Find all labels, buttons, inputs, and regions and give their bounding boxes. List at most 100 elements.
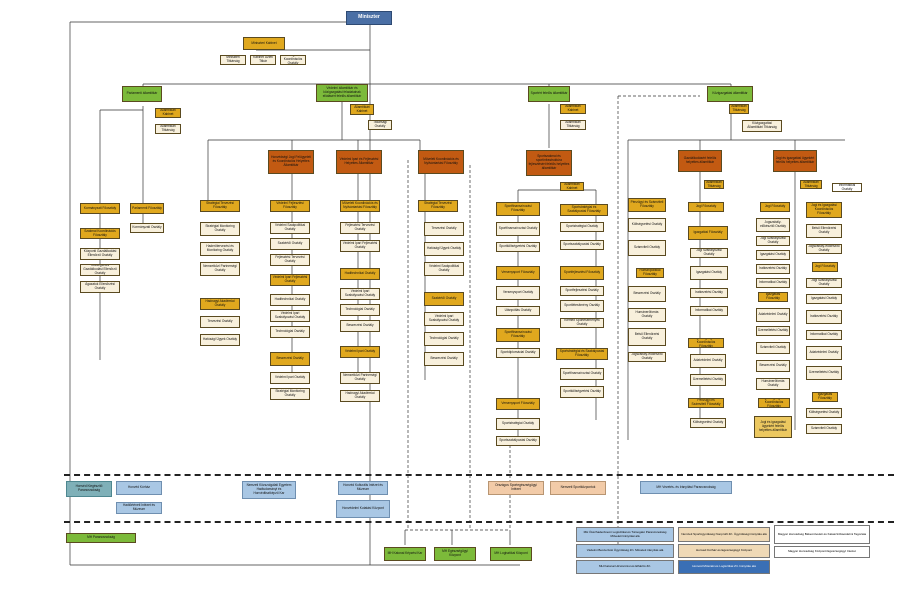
state-secretary-admin-label: Közigazgatási államtitkár	[712, 91, 748, 96]
sport-secretariat: Államtitkári Kabinet	[560, 104, 586, 114]
admin-unit-32: Költségvetési Osztály	[806, 408, 842, 418]
def-unit-c4-label: Védelmi Ipari Szabályozási Osztály	[344, 289, 376, 297]
state-secretary-parliament: Parlamenti államtitkár	[122, 86, 162, 102]
admin-unit-17-label: Iratkezelési Osztály	[759, 266, 787, 271]
admin-unit-28: Iratkezelési Osztály	[806, 310, 842, 324]
bg-left-2: Honvéd Kórház	[116, 481, 162, 495]
admin-deputy-b: Jogi és igazgatási ügyekért felelős hely…	[773, 150, 817, 172]
def-unit-d7-label: Beszerzési Osztály	[430, 356, 458, 361]
bg-mid-2: Honvéd Kulturális Intézet és Múzeum	[338, 481, 388, 495]
def-unit-b8-label: Beszerzési Osztály	[276, 356, 304, 361]
bottom-center-2: MH Egészségügyi Központ	[434, 547, 476, 561]
admin-unit-9-label: Iratkezelési Osztály	[695, 290, 723, 295]
def-unit-c8-label: Nemzetközi Partnerségi Osztály	[343, 373, 377, 381]
admin-unit-5-label: Belső Ellenőrzési Osztály	[634, 332, 660, 340]
def-unit-d1-label: Tervezési Osztály	[431, 226, 457, 231]
admin-unit-20: Üzemeltetési Osztály	[756, 326, 790, 336]
admin-unit-8: Igazgatási Osztály	[690, 266, 728, 280]
def-unit-b5-label: Haditechnikai Osztály	[274, 297, 306, 302]
def-unit-b10: Stratégiai Monitoring Osztály	[270, 388, 310, 400]
def-unit-d6: Technológiai Osztály	[424, 332, 464, 346]
parl-dept-3: Szakmai Koordinációs Főosztály	[80, 228, 120, 239]
def-unit-a5-label: Tervezési Osztály	[207, 319, 233, 324]
admin-unit-13-label: Költségvetési Osztály	[692, 420, 724, 425]
def-unit-d1: Tervezési Osztály	[424, 222, 464, 236]
sport-dept-6: Sportstratégiai és Szabályozási Főosztál…	[556, 348, 608, 360]
admin-deputy-b-cabinet: Államtitkári Titkárság	[800, 180, 822, 189]
bg-sport-2-label: Nemzeti Sportközpontok	[560, 485, 596, 490]
admin-unit-21: Számviteli Osztály	[756, 342, 790, 354]
bg-left-1-label: Honvéd Kiegészítő Parancsnokság	[75, 484, 103, 492]
def-unit-b7: Technológiai Osztály	[270, 326, 310, 338]
admin-cabinet: Államtitkári Titkárság	[729, 104, 749, 114]
background-institutions-separator	[64, 474, 894, 476]
admin-unit-26: Jogi Szabályozási Osztály	[806, 278, 842, 288]
sport-unit-6-label: Utánpótlás Osztály	[504, 308, 532, 313]
admin-unit-22-label: Beszerzési Osztály	[759, 363, 787, 368]
admin-dept-4-label: Igazgatási Főosztály	[693, 230, 723, 235]
sport-unit-14: Sportszabályozási Osztály	[496, 436, 540, 446]
def-deputy-c: Műveleti Koordinációs és Nyilvántartási …	[418, 150, 464, 174]
sport-deputy-cabinet-label: Államtitkári Kabinet	[564, 182, 580, 190]
admin-unit-10: Informatikai Osztály	[690, 306, 728, 316]
def-unit-a4-label: Hadnagyi Akadémiai Osztály	[205, 299, 235, 307]
admin-unit-21-label: Számviteli Osztály	[759, 345, 787, 350]
admin-dept-6-label: Pénzügyi és Számviteli Főosztály	[691, 398, 721, 406]
sport-deputy: Sportszakmai és sportinfrastruktúra fejl…	[526, 150, 572, 176]
def-dept-c-label: Műveleti Koordinációs és Nyilvántartási …	[342, 201, 378, 209]
legend-item-5-label: Honvéd Kórház és Egészségügyi Központ	[695, 548, 753, 553]
sport-unit-1: Sportfinanszírozási Osztály	[496, 222, 540, 236]
parl-unit-2: Költségvetés Gazdálkodási Ellenőrző Oszt…	[80, 264, 120, 276]
legend-item-8-label: Honvéd Műszaki és Logisztikai Zrt. Irány…	[692, 564, 756, 569]
admin-unit-18-label: Informatikai Osztály	[759, 280, 787, 285]
admin-unit-7-label: Jogi Szabályozási Osztály	[696, 248, 722, 256]
sport-cabinet-label: Államtitkári Titkárság	[565, 120, 581, 128]
cabinet-sub-3-label: Stratégiai és Koordinációs Osztály	[283, 55, 303, 65]
bottom-center-1: MH Katonai Képzési Kar	[384, 547, 426, 561]
bottom-center-3-label: MH Logisztikai Központ	[494, 551, 528, 556]
admin-unit-3-label: Beszerzési Osztály	[633, 291, 661, 296]
def-unit-b10-label: Stratégiai Monitoring Osztály	[275, 389, 305, 397]
parl-unit-2-label: Költségvetés Gazdálkodási Ellenőrző Oszt…	[83, 264, 117, 275]
bottom-center-2-label: MH Egészségügyi Központ	[442, 549, 468, 557]
admin-unit-12: Üzemeltetési Osztály	[690, 374, 726, 386]
parl-unit-4-label: Kormányzati Osztály	[132, 225, 162, 230]
def-unit-a6-label: Hatósági Ügyek Osztály	[202, 337, 237, 342]
def-unit-b1: Védelmi Szakpolitikai Osztály	[270, 222, 310, 234]
admin-deputy-a-label: Gazdálkodásért felelős helyettes államti…	[683, 156, 717, 164]
cabinet-sub-1: Miniszteri Titkárság	[220, 55, 246, 65]
sport-unit-8-label: Sportlétesítmény Osztály	[564, 303, 600, 308]
bg-mid-3: Honvédelmi Kutatási Központ	[336, 500, 390, 518]
state-secretary-parliament-label: Parlamenti államtitkár	[126, 91, 158, 96]
mh-command-label: MH Parancsnokság	[87, 535, 115, 540]
state-secretary-sport-label: Sportért felelős államtitkár	[530, 91, 568, 96]
def-unit-c7: Védelmi Ipari Osztály	[340, 346, 380, 358]
parl-dept-2: Parlamenti Főosztály	[130, 203, 164, 214]
admin-unit-23-label: Humánerőforrás Osztály	[761, 379, 785, 387]
sport-dept-7: Versenysport Főosztály	[496, 398, 540, 410]
legend-item-3-label: Magyar Honvédség Békeműveleti és Kataszt…	[777, 531, 867, 536]
sport-dept-1: Sportfinanszírozási Főosztály	[496, 202, 540, 216]
def-unit-b2: Szakértői Osztály	[270, 238, 310, 250]
def-unit-b9-label: Védelmi Ipari Osztály	[274, 375, 306, 380]
sport-dept-5: Sportfinanszírozási Főosztály	[496, 328, 540, 342]
admin-dept-13-label: Igazgatási Főosztály	[817, 392, 833, 400]
admin-dept-1-label: Pénzügyi és Számviteli Főosztály	[630, 200, 664, 208]
admin-unit-19-label: Adatvédelmi Osztály	[758, 312, 788, 317]
state-secretary-defense: Védelmi államtitkár és közigazgatási fel…	[316, 84, 368, 102]
admin-unit-3: Beszerzési Osztály	[628, 286, 666, 302]
sport-unit-7: Sportfejlesztési Osztály	[560, 286, 604, 296]
sport-dept-4: Sportfejlesztési Főosztály	[560, 266, 604, 280]
def-deputy-a: Honvédségi Jogi Felügyeleti és Koordinác…	[268, 150, 314, 174]
def-unit-d5: Védelmi Ipari Szabályozási Osztály	[424, 312, 464, 326]
def-dept-a-label: Stratégiai Tervezési Főosztály	[206, 201, 234, 209]
def-unit-c5-label: Technológiai Osztály	[345, 307, 375, 312]
sport-dept-6-label: Sportstratégiai és Szabályozási Főosztál…	[559, 349, 605, 357]
def-unit-b3-label: Fejlesztési Tervezési Osztály	[275, 255, 305, 263]
parl-secretariat-label: Államtitkári Titkárság	[160, 124, 176, 132]
def-unit-a4: Hadnagyi Akadémiai Osztály	[200, 298, 240, 310]
admin-info-box-label: Informatikai Osztály	[838, 183, 856, 191]
mh-command: MH Parancsnokság	[66, 533, 136, 543]
def-unit-a6: Hatósági Ügyek Osztály	[200, 334, 240, 346]
minister-label: Miniszter	[358, 14, 380, 21]
